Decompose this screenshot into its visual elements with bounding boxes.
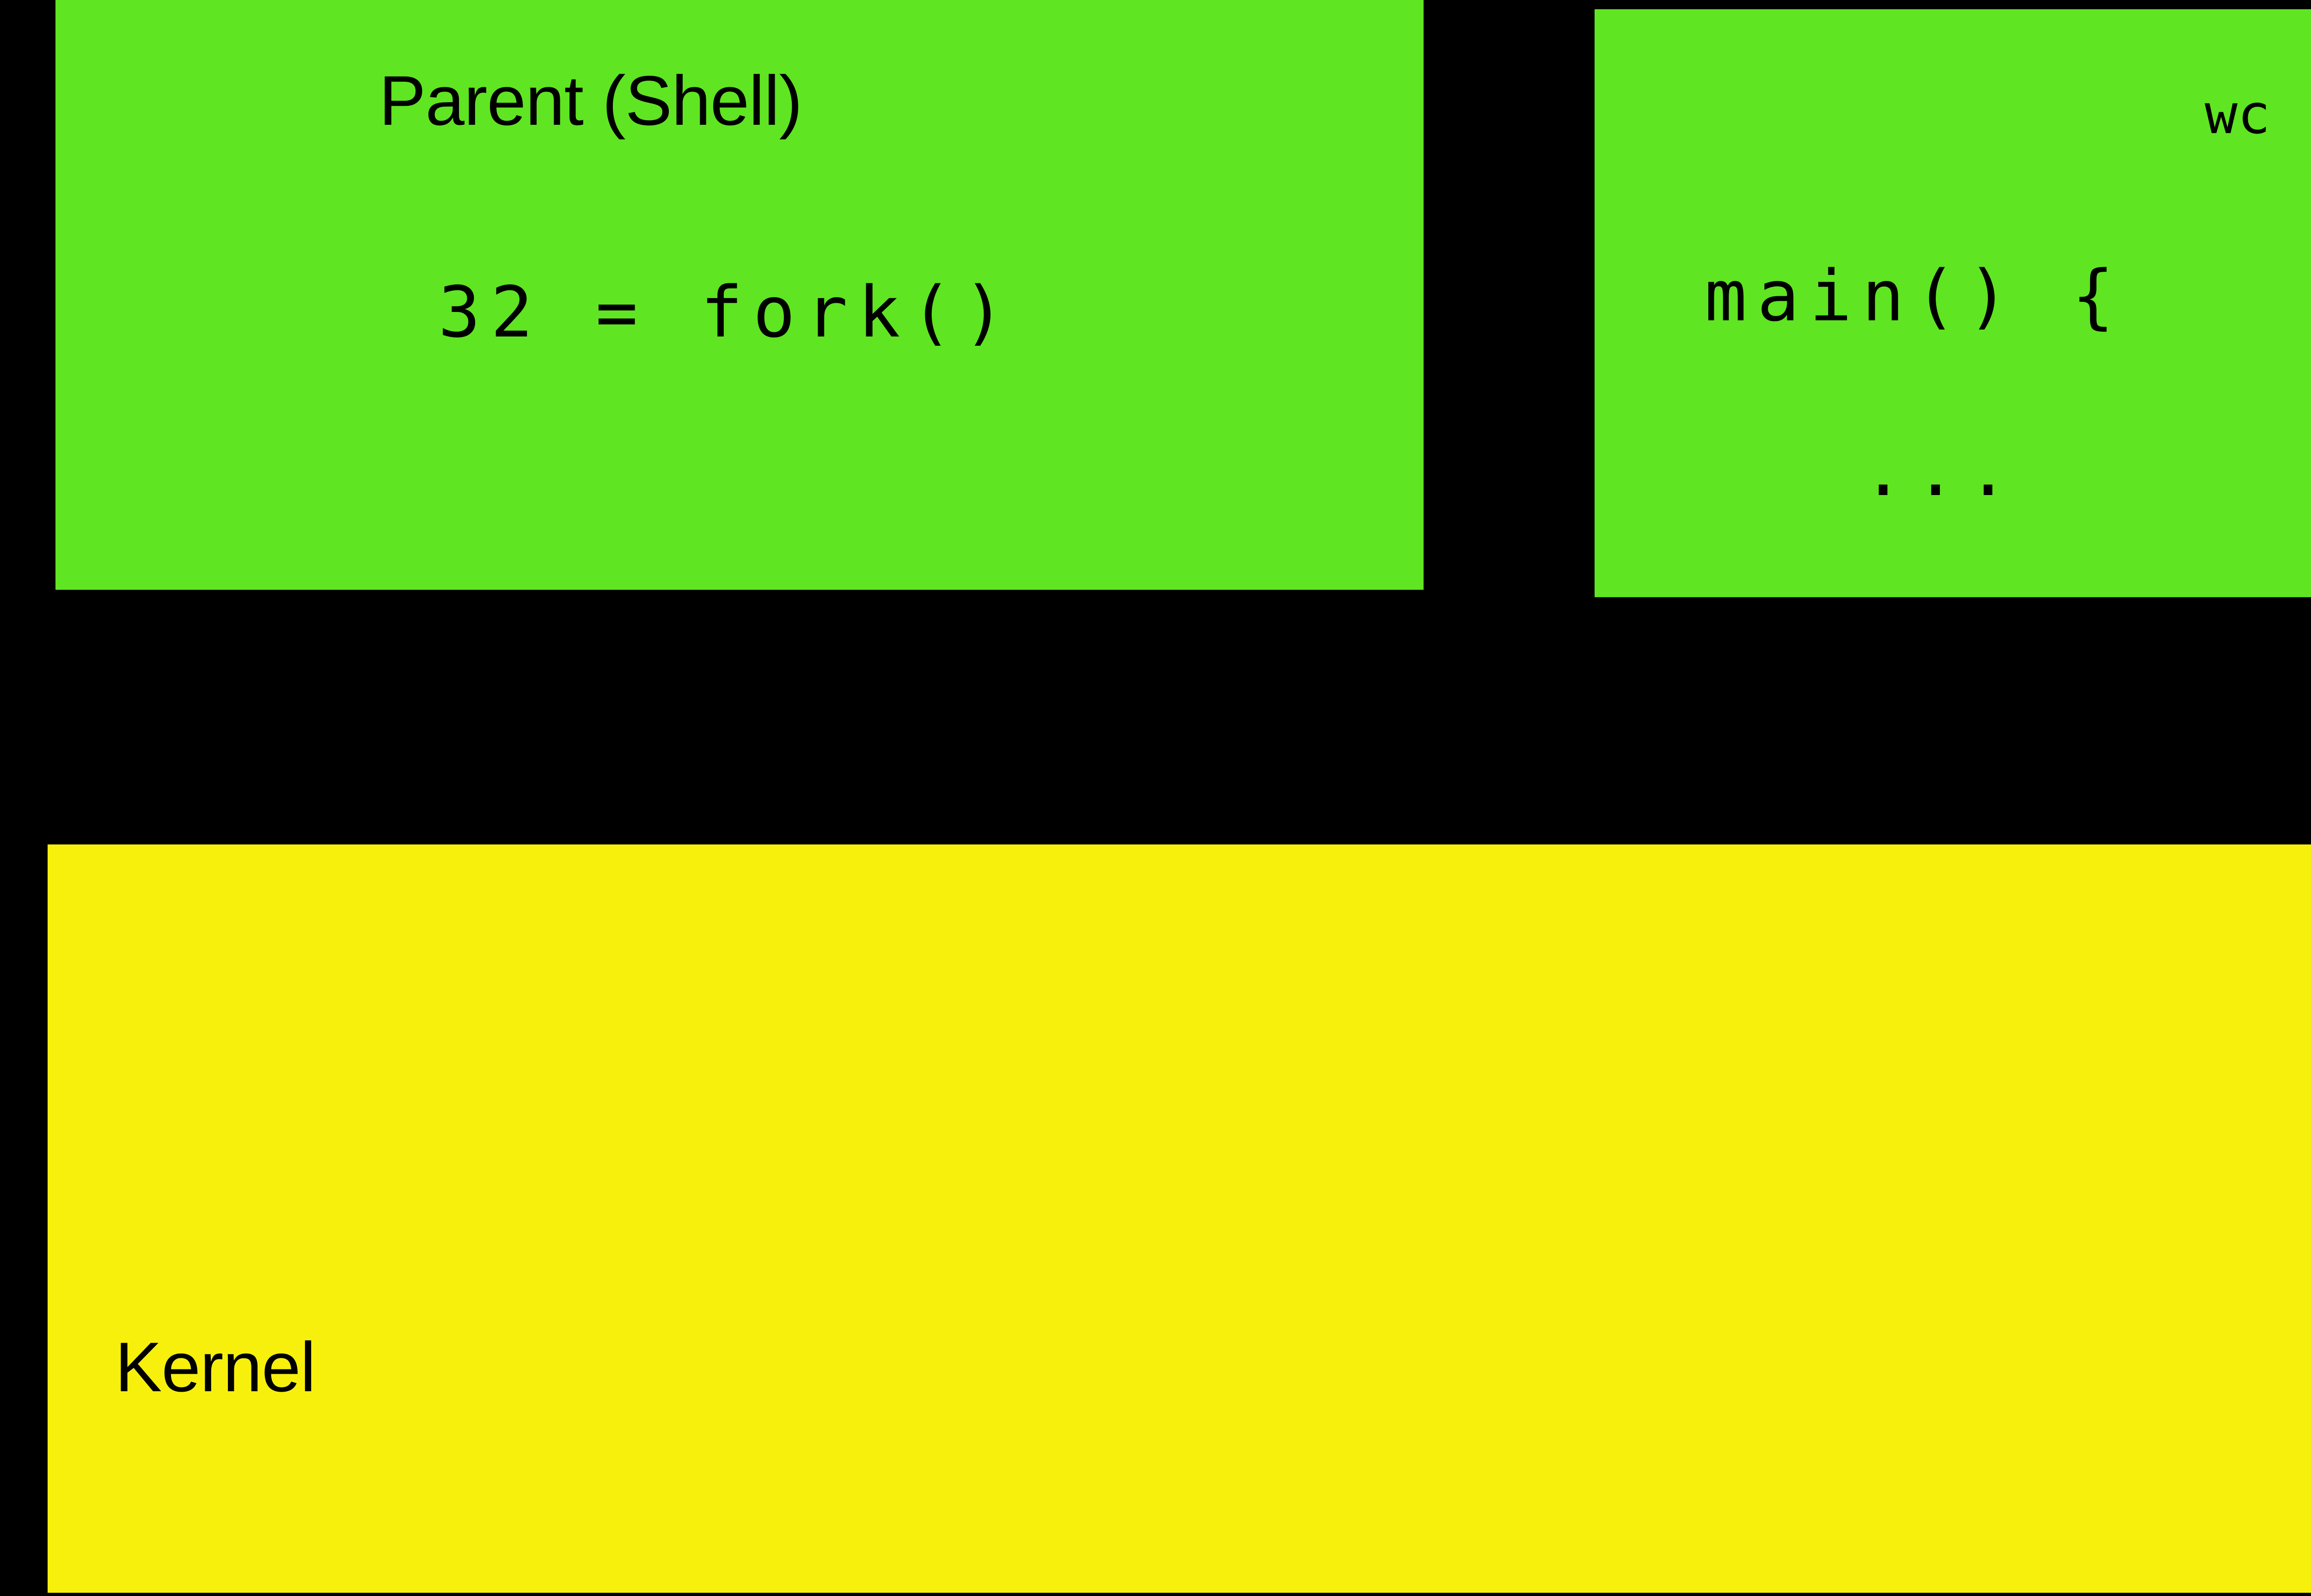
parent-process-title: Parent (Shell) bbox=[379, 61, 802, 140]
kernel-label: Kernel bbox=[115, 1328, 316, 1406]
parent-fork-call-text: 32 = fork() bbox=[438, 271, 1015, 353]
child-process-code-block: main() { ... } bbox=[1705, 151, 2124, 791]
code-line-main-open: main() { bbox=[1705, 255, 2125, 337]
kernel-box: Kernel bbox=[48, 844, 2311, 1593]
child-process-title: wc bbox=[2205, 82, 2271, 146]
parent-process-box: Parent (Shell) 32 = fork() bbox=[55, 0, 1424, 590]
code-line-ellipsis: ... bbox=[1705, 430, 2020, 512]
code-line-close-brace: } bbox=[1705, 605, 1757, 686]
child-process-box: wc main() { ... } bbox=[1595, 9, 2311, 681]
